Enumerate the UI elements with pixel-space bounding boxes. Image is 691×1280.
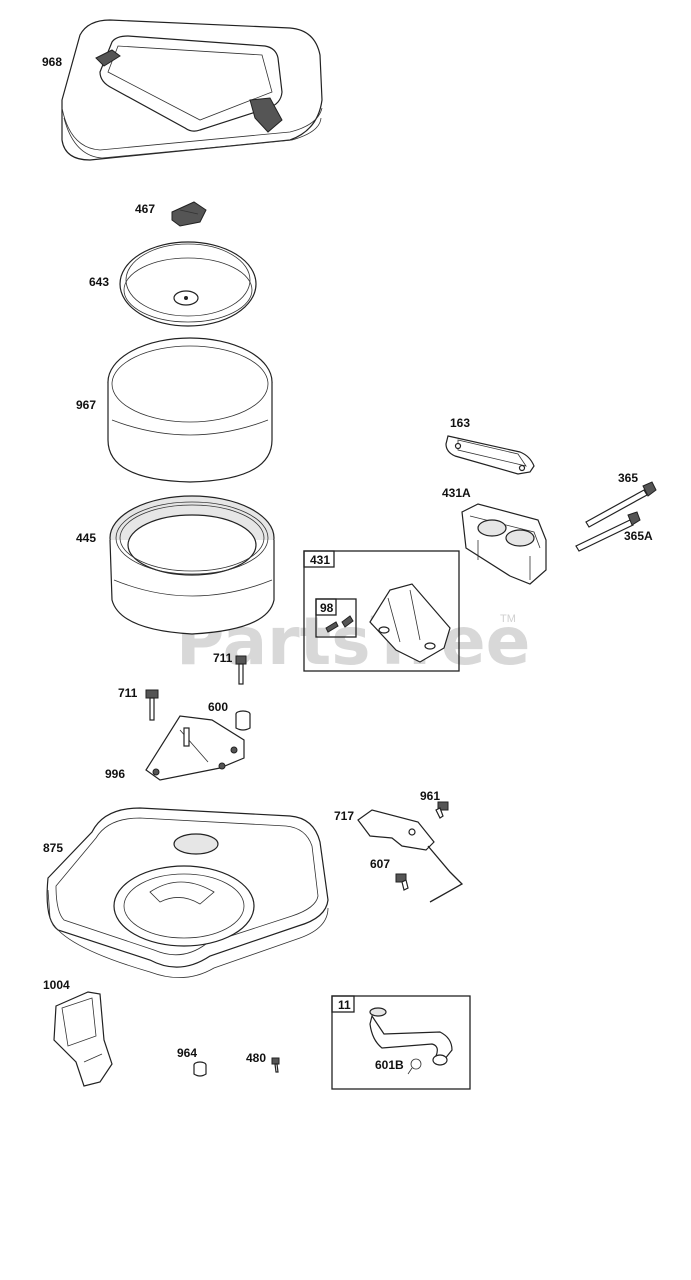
- part-445-filter[interactable]: [109, 495, 275, 635]
- part-365-bolt[interactable]: [585, 481, 657, 528]
- part-717-bracket[interactable]: [357, 809, 464, 903]
- box-11-kit: [331, 995, 471, 1090]
- part-996-plate[interactable]: [145, 715, 245, 781]
- label-717[interactable]: 717: [334, 809, 354, 823]
- part-98-screws[interactable]: [325, 615, 354, 633]
- label-431A[interactable]: 431A: [442, 486, 471, 500]
- label-480[interactable]: 480: [246, 1051, 266, 1065]
- label-163[interactable]: 163: [450, 416, 470, 430]
- label-365[interactable]: 365: [618, 471, 638, 485]
- label-968[interactable]: 968: [42, 55, 62, 69]
- part-643-element-cover[interactable]: [119, 241, 257, 327]
- part-711-bolt-lower[interactable]: [145, 689, 159, 721]
- part-607-screw[interactable]: [395, 873, 409, 891]
- part-480-screw[interactable]: [271, 1057, 280, 1073]
- part-467-knob[interactable]: [171, 201, 207, 227]
- label-431[interactable]: 431: [310, 553, 330, 567]
- part-365A-bolt[interactable]: [575, 511, 641, 552]
- label-964[interactable]: 964: [177, 1046, 197, 1060]
- label-98[interactable]: 98: [320, 601, 334, 615]
- label-711-upper[interactable]: 711: [213, 651, 233, 665]
- part-600-spacer[interactable]: [235, 710, 251, 731]
- label-607[interactable]: 607: [370, 857, 390, 871]
- part-968-cover[interactable]: [61, 19, 323, 161]
- part-431A-adapter[interactable]: [461, 503, 547, 585]
- label-601B[interactable]: 601B: [375, 1058, 404, 1072]
- label-600[interactable]: 600: [208, 700, 228, 714]
- label-1004[interactable]: 1004: [43, 978, 70, 992]
- part-11-tube[interactable]: [369, 1007, 453, 1066]
- label-11[interactable]: 11: [338, 998, 351, 1012]
- label-643[interactable]: 643: [89, 275, 109, 289]
- label-445[interactable]: 445: [76, 531, 96, 545]
- box-431-kit: [303, 550, 460, 672]
- label-967[interactable]: 967: [76, 398, 96, 412]
- part-711-bolt-upper[interactable]: [235, 655, 247, 685]
- watermark-trademark: TM: [500, 613, 516, 625]
- part-1004-duct[interactable]: [53, 991, 113, 1087]
- part-601B-clamp[interactable]: [407, 1058, 422, 1075]
- label-711-lower[interactable]: 711: [118, 686, 138, 700]
- part-431-bracket[interactable]: [369, 583, 451, 663]
- label-365A[interactable]: 365A: [624, 529, 653, 543]
- label-961[interactable]: 961: [420, 789, 440, 803]
- label-467[interactable]: 467: [135, 202, 155, 216]
- part-875-base[interactable]: [46, 807, 329, 979]
- part-964-plug[interactable]: [193, 1061, 207, 1077]
- label-875[interactable]: 875: [43, 841, 63, 855]
- part-961-screw[interactable]: [435, 801, 449, 819]
- part-163-gasket[interactable]: [445, 435, 535, 475]
- label-996[interactable]: 996: [105, 767, 125, 781]
- part-967-precleaner[interactable]: [107, 337, 273, 483]
